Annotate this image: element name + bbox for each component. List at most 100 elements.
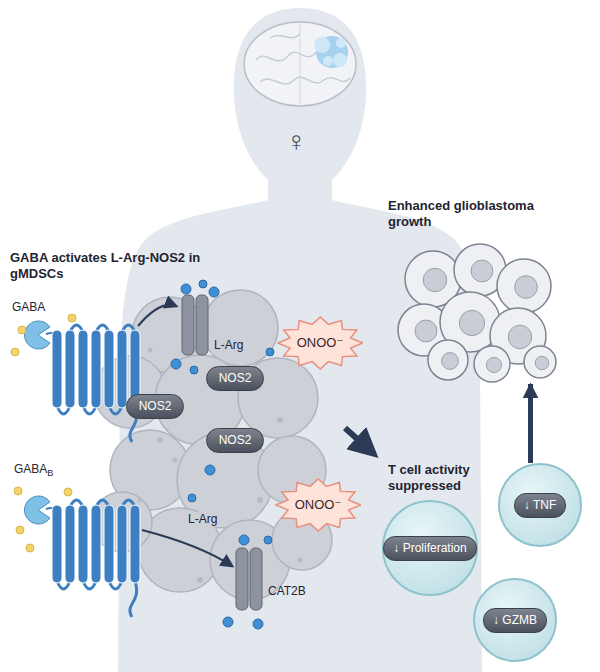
signal-arrow bbox=[138, 305, 176, 326]
arginine-molecule bbox=[209, 287, 219, 297]
cell-granules bbox=[298, 558, 303, 563]
brain bbox=[244, 22, 356, 106]
tumor-cluster: Enhanced glioblastoma growth bbox=[388, 198, 563, 384]
suppression-arrow bbox=[345, 428, 374, 454]
gabab-receptor bbox=[25, 496, 140, 617]
cell-nucleus bbox=[486, 357, 501, 372]
arginine-molecule bbox=[223, 617, 233, 627]
receptor-label: GABA bbox=[14, 462, 47, 477]
molecule-label: L-Arg bbox=[186, 512, 219, 527]
burst-outline bbox=[278, 317, 363, 369]
cell-nucleus bbox=[459, 310, 484, 335]
gabab-receptor bbox=[104, 330, 114, 408]
brain-tumor bbox=[314, 37, 330, 53]
cell-granules bbox=[173, 458, 178, 463]
burst-outline bbox=[276, 479, 361, 531]
t-cell: ↓ Proliferation bbox=[380, 500, 479, 596]
node-text: ↓ TNF bbox=[514, 493, 566, 518]
gabab-receptor bbox=[78, 505, 88, 583]
cell-granules bbox=[138, 498, 143, 503]
gabab-receptor bbox=[52, 330, 62, 408]
cell-granules bbox=[148, 348, 153, 353]
cell-membrane bbox=[524, 346, 556, 378]
gabab-receptor bbox=[65, 505, 75, 583]
cat2b-transporter bbox=[182, 295, 262, 610]
gaba-molecule bbox=[16, 526, 24, 534]
arginine-molecule bbox=[190, 366, 198, 374]
subscript-label: B bbox=[47, 468, 53, 479]
brain-tumor bbox=[333, 53, 347, 67]
cell-nucleus bbox=[442, 353, 459, 370]
enzyme-pill: NOS2 bbox=[206, 428, 265, 453]
t-cell: ↓ GZMB bbox=[473, 578, 557, 662]
enzyme-pill: NOS2 bbox=[126, 394, 185, 419]
gaba-molecule bbox=[26, 544, 34, 552]
node-text: Enhanced glioblastoma growth bbox=[388, 198, 563, 230]
node-text: NOS2 bbox=[219, 433, 252, 448]
gabab-receptor bbox=[130, 505, 140, 583]
node-text: ↓ GZMB bbox=[483, 608, 547, 633]
brain-tumor bbox=[314, 36, 348, 68]
tumor-cell bbox=[497, 259, 551, 313]
peroxynitrite-burst: ONOO⁻ bbox=[277, 316, 364, 370]
gabab-receptor bbox=[25, 496, 50, 524]
cell-nucleus bbox=[423, 268, 447, 292]
node-text: ↓ Proliferation bbox=[383, 536, 476, 561]
gabab-receptor bbox=[65, 330, 75, 408]
gabab-receptor bbox=[104, 505, 114, 583]
arginine-molecule bbox=[171, 280, 274, 629]
brain-tumor bbox=[336, 38, 346, 48]
signal-arrow bbox=[142, 530, 232, 566]
arginine-molecule bbox=[181, 284, 191, 294]
cell-granules bbox=[257, 497, 263, 503]
arginine-molecule bbox=[266, 348, 274, 356]
molecule-label: L-Arg bbox=[212, 338, 245, 353]
tumor-cell bbox=[428, 340, 468, 380]
brain bbox=[300, 24, 301, 104]
gabab-receptor bbox=[25, 321, 140, 442]
t-cell: ↓ TNF bbox=[498, 463, 582, 547]
gabab-receptor bbox=[78, 330, 88, 408]
brain-tumor bbox=[323, 56, 333, 66]
gabab-receptor bbox=[91, 505, 101, 583]
transporter-label: CAT2B bbox=[268, 584, 306, 599]
node-text: ONOO⁻ bbox=[297, 335, 344, 351]
cat2b-transporter bbox=[236, 548, 248, 610]
brain bbox=[260, 77, 350, 84]
body-silhouette bbox=[118, 8, 482, 672]
peroxynitrite-burst: ONOO⁻ bbox=[275, 478, 362, 532]
cell-nucleus bbox=[515, 276, 538, 299]
cell-granules bbox=[197, 577, 203, 583]
cell-granules bbox=[157, 437, 163, 443]
cat2b-transporter bbox=[182, 295, 194, 355]
cell-granules bbox=[277, 417, 283, 423]
node-text: NOS2 bbox=[139, 399, 172, 414]
panel-heading: T cell activity suppressed bbox=[388, 462, 500, 494]
gabab-receptor bbox=[91, 330, 101, 408]
gabab-receptor bbox=[117, 505, 127, 583]
sex-symbol: ♀ bbox=[286, 124, 307, 159]
brain bbox=[256, 52, 316, 61]
gabab-receptor bbox=[117, 330, 127, 408]
node-text: ONOO⁻ bbox=[295, 497, 342, 513]
cell-granules bbox=[138, 348, 303, 584]
cell-nucleus bbox=[415, 320, 437, 342]
gabab-receptor bbox=[25, 321, 50, 349]
cell-membrane bbox=[428, 340, 468, 380]
tumor-cell bbox=[474, 346, 510, 382]
tumor-cells bbox=[388, 234, 563, 384]
arginine-molecule bbox=[239, 535, 249, 545]
tumor-cell bbox=[524, 346, 556, 378]
flow-arrow bbox=[528, 384, 533, 463]
arginine-molecule bbox=[205, 465, 215, 475]
gaba-molecule bbox=[11, 348, 19, 356]
enzyme-pill: NOS2 bbox=[206, 366, 265, 391]
cell-membrane bbox=[497, 259, 551, 313]
brain bbox=[244, 22, 356, 106]
gaba-molecule bbox=[14, 487, 22, 495]
cell-nucleus bbox=[508, 325, 532, 349]
mdsc-cluster bbox=[202, 290, 278, 366]
cell-nucleus bbox=[535, 356, 548, 369]
